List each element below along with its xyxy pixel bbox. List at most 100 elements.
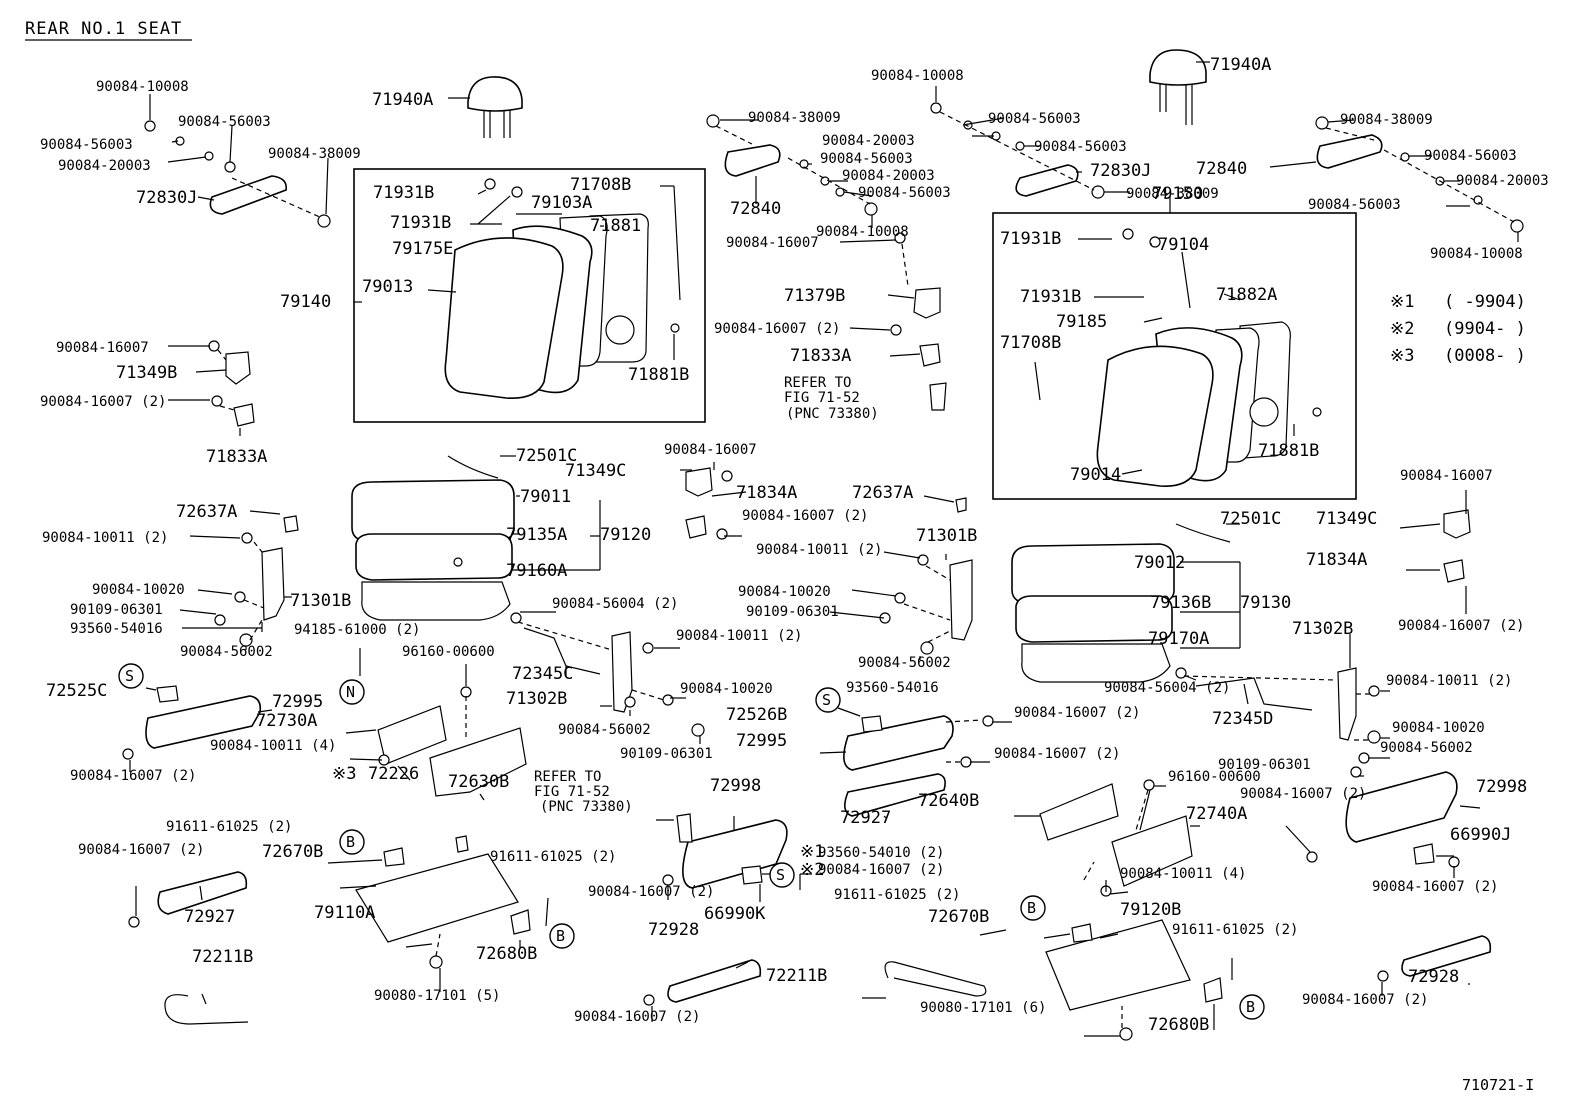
part-label-g02: 90084-10011 (2) xyxy=(42,530,168,546)
part-label-k03: 90084-16007 (2) xyxy=(1014,705,1140,721)
part-label-n08: 72680B xyxy=(1148,1015,1209,1035)
callout-letter: B xyxy=(1246,998,1255,1016)
part-label-m06: 79110A xyxy=(314,903,375,923)
part-label-a02: 90084-56003 xyxy=(40,137,133,153)
part-label-n11: 90084-16007 (2) xyxy=(1302,992,1428,1008)
part-label-m07: 72680B xyxy=(476,944,537,964)
seatback-frame-left xyxy=(353,168,706,423)
part-label-l10: ※2 xyxy=(800,860,824,880)
part-label-b08: 79140 xyxy=(280,292,331,312)
part-label-i01: 72501C xyxy=(1220,509,1281,529)
part-label-n06: 79120B xyxy=(1120,900,1181,920)
part-label-h05: 72637A xyxy=(852,483,913,503)
part-label-g03: 90084-10020 xyxy=(92,582,185,598)
part-label-h02: 71349C xyxy=(565,461,626,481)
part-label-e04: 71833A xyxy=(206,447,267,467)
part-label-h03: 71834A xyxy=(736,483,797,503)
callout-s-2: S xyxy=(815,687,841,713)
headrest-right xyxy=(1149,49,1207,125)
part-label-h04: 90084-16007 (2) xyxy=(742,508,868,524)
dashed-guides xyxy=(217,111,1515,1028)
track-72740A xyxy=(1111,815,1193,887)
part-label-j05: 71302B xyxy=(506,689,567,709)
part-label-range: (0008- ) xyxy=(1444,346,1526,366)
part-label-i08: 71834A xyxy=(1306,550,1367,570)
callout-letter: S xyxy=(776,866,785,884)
part-label-range: (9904- ) xyxy=(1444,319,1526,339)
armrest-mid-left xyxy=(724,144,781,177)
part-label-b02: 71931B xyxy=(390,213,451,233)
clip-parts xyxy=(156,287,1471,1003)
part-label-l07: 93560-54010 (2) xyxy=(818,845,944,861)
part-label-n03: 72211B xyxy=(766,966,827,986)
part-label-l02: FIG 71-52 xyxy=(534,784,610,800)
part-label-j06: 90084-10020 xyxy=(680,681,773,697)
part-label-j04: 90084-10011 (2) xyxy=(676,628,802,644)
part-label-h08: 90084-10020 xyxy=(738,584,831,600)
part-label-m09: 90080-17101 (5) xyxy=(374,988,500,1004)
part-label-a19: 90084-38009 xyxy=(1126,186,1219,202)
part-label-j10: 72525C xyxy=(46,681,107,701)
hinge-left xyxy=(261,547,285,621)
part-label-k18: 72998 xyxy=(1476,777,1527,797)
part-label-f03: 79135A xyxy=(506,525,567,545)
part-label-n10: 72928 xyxy=(1408,967,1459,987)
part-label-i02: 79012 xyxy=(1134,553,1185,573)
part-label-c04: 71833A xyxy=(790,346,851,366)
part-label-i06: 71349C xyxy=(1316,509,1377,529)
part-label-i09: 90084-16007 (2) xyxy=(1398,618,1524,634)
callout-letter: B xyxy=(556,927,565,945)
part-label-a12: 90084-56003 xyxy=(858,185,951,201)
part-label-a25: 90084-56003 xyxy=(1308,197,1401,213)
part-label-a23: 90084-56003 xyxy=(1424,148,1517,164)
part-label-a17: 90084-56003 xyxy=(1034,139,1127,155)
part-label-d03: 79104 xyxy=(1158,235,1209,255)
part-label-n04: 91611-61025 (2) xyxy=(834,887,960,903)
part-label-g01: 72637A xyxy=(176,502,237,522)
part-label-c05: REFER TO xyxy=(784,375,851,391)
part-label-a10: 90084-56003 xyxy=(820,151,913,167)
part-label-m03: 72670B xyxy=(262,842,323,862)
part-label-c03: 90084-16007 (2) xyxy=(714,321,840,337)
part-label-n05: 72670B xyxy=(928,907,989,927)
part-label-a26: 90084-10008 xyxy=(1430,246,1523,262)
hinge-mid xyxy=(949,559,973,641)
part-label-i04: 79130 xyxy=(1240,593,1291,613)
callout-letter: S xyxy=(125,667,134,685)
part-label-d01: 79150 xyxy=(1152,184,1203,204)
seatback-left-parts xyxy=(444,213,680,399)
armrest-mid-right xyxy=(1015,164,1079,197)
track-72630B xyxy=(429,727,527,797)
track-72640B xyxy=(1039,783,1119,841)
part-label-c02: 71379B xyxy=(784,286,845,306)
part-label-k04: 72995 xyxy=(736,731,787,751)
callout-b-2: B xyxy=(549,923,575,949)
part-label-h07: 90084-10011 (2) xyxy=(756,542,882,558)
part-label-range: ( -9904) xyxy=(1444,292,1526,312)
part-label-n01: 72928 xyxy=(648,920,699,940)
part-label-b06: 79175E xyxy=(392,239,453,259)
part-label-a01: 90084-10008 xyxy=(96,79,189,95)
part-label-k15: 72640B xyxy=(918,791,979,811)
part-label-l01: REFER TO xyxy=(534,769,601,785)
figure-code: 710721-I xyxy=(1462,1076,1534,1094)
part-label-e03: 90084-16007 (2) xyxy=(40,394,166,410)
part-label-j16: 90084-16007 (2) xyxy=(70,768,196,784)
rod-72501C-left xyxy=(447,455,499,479)
part-label-k12: 90084-56002 xyxy=(1380,740,1473,756)
part-label-j02: 90084-56004 (2) xyxy=(552,596,678,612)
part-label-j17: ※3 xyxy=(332,764,356,784)
part-label-k14: 96160-00600 xyxy=(1168,769,1261,785)
part-label-n09: 90080-17101 (6) xyxy=(920,1000,1046,1016)
part-label-f01: 72501C xyxy=(516,446,577,466)
part-label-d02: 71931B xyxy=(1000,229,1061,249)
part-label-n07: 91611-61025 (2) xyxy=(1172,922,1298,938)
callout-b-1: B xyxy=(339,829,365,855)
part-label-a18: 72830J xyxy=(1090,161,1151,181)
part-label-a21: 90084-38009 xyxy=(1340,112,1433,128)
seat-cushion-left xyxy=(351,479,515,621)
part-label-b01: 71931B xyxy=(373,183,434,203)
part-label-m01: 91611-61025 (2) xyxy=(166,819,292,835)
part-label-i03: 79136B xyxy=(1150,593,1211,613)
part-label-d09: 71881B xyxy=(1258,441,1319,461)
